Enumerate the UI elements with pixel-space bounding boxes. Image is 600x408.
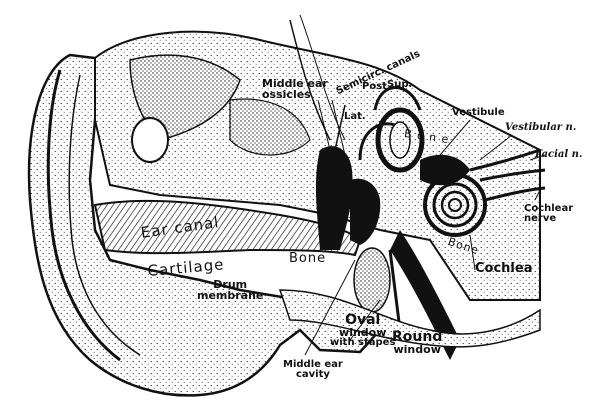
label-drum-membrane-line1: Drum bbox=[213, 278, 248, 291]
label-vestibular-n: Vestibular n. bbox=[505, 122, 577, 133]
vestibule-shape bbox=[420, 154, 470, 186]
label-round-window-line2: window bbox=[393, 343, 441, 356]
label-post: Post. bbox=[362, 81, 391, 92]
label-middle-ear-ossicles-line2: ossicles bbox=[262, 88, 311, 101]
label-round-window-line1: Round bbox=[392, 329, 443, 345]
label-middle-ear-cavity: Middle ear cavity bbox=[283, 360, 343, 380]
label-middle-ear-ossicles: Middle ear ossicles bbox=[262, 78, 328, 100]
middle-ear bbox=[315, 104, 391, 313]
label-round-window: Round window bbox=[392, 330, 442, 355]
label-cochlear-nerve: Cochlear nerve bbox=[524, 204, 573, 224]
ear-canal-shape bbox=[93, 199, 362, 257]
leader-lines bbox=[304, 99, 546, 356]
nerves bbox=[469, 148, 546, 202]
label-cochlea: Cochlea bbox=[475, 261, 533, 276]
semicircular-canals bbox=[358, 86, 425, 173]
label-middle-ear-ossicles-line1: Middle ear bbox=[262, 77, 328, 90]
label-drum-membrane-line2: membrane bbox=[197, 289, 264, 302]
label-vestibule: Vestibule bbox=[452, 107, 505, 118]
label-bone-mid: Bone bbox=[289, 251, 327, 266]
label-facial-n: Facial n. bbox=[535, 149, 583, 160]
label-lat: Lat. bbox=[344, 111, 366, 122]
label-cochlear-nerve-line1: Cochlear bbox=[524, 203, 574, 214]
label-oval-window: Oval window with stapes bbox=[330, 313, 395, 348]
label-middle-ear-cavity-line1: Middle ear bbox=[283, 359, 343, 370]
lower-bone bbox=[278, 289, 541, 348]
label-oval-window-line1: Oval bbox=[345, 312, 381, 328]
round-window-region bbox=[388, 230, 460, 360]
label-oval-window-line3: with stapes bbox=[330, 337, 396, 348]
label-sup: Sup. bbox=[387, 79, 413, 90]
label-cochlear-nerve-line2: nerve bbox=[524, 213, 557, 224]
label-oval-window-line2: window bbox=[339, 326, 387, 339]
label-drum-membrane: Drum membrane bbox=[197, 279, 263, 301]
cochlea-spiral bbox=[423, 173, 487, 237]
label-middle-ear-cavity-line2: cavity bbox=[295, 369, 330, 380]
